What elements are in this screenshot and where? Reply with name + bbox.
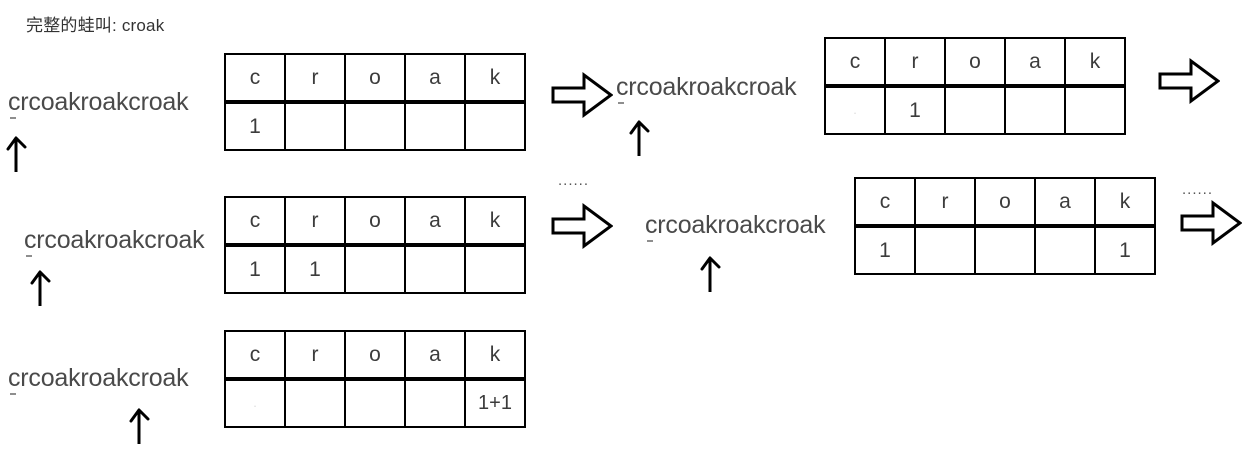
- count-cell-o: [974, 225, 1036, 275]
- count-cell-k: [1064, 85, 1126, 135]
- table-header-row: c r o a k: [824, 37, 1126, 88]
- flow-arrow-4: [1180, 200, 1242, 246]
- flow-arrow-2: [1158, 58, 1220, 104]
- table-count-row: · 1: [824, 85, 1126, 135]
- ghost-mark: ·: [852, 104, 858, 120]
- col-header-c: c: [824, 37, 886, 88]
- col-header-r: r: [884, 37, 946, 88]
- ellipsis-right: ......: [1182, 181, 1214, 198]
- col-header-a: a: [404, 53, 466, 104]
- string-label-step-1: crcoakroakcroak: [8, 88, 189, 119]
- count-cell-o: [344, 101, 406, 151]
- table-header-row: c r o a k: [224, 196, 526, 247]
- col-header-c: c: [224, 53, 286, 104]
- col-header-r: r: [284, 53, 346, 104]
- pointer-caret-step-3: [28, 262, 54, 306]
- count-cell-o: [344, 378, 406, 428]
- pointer-caret-step-5: [127, 400, 153, 444]
- string-text: crcoakroakcroak: [8, 364, 189, 392]
- table-count-row: 1 1: [224, 244, 526, 294]
- count-cell-a: [1004, 85, 1066, 135]
- string-tick-mark: [647, 240, 653, 242]
- col-header-a: a: [1034, 177, 1096, 228]
- count-cell-o: [944, 85, 1006, 135]
- page-title: 完整的蛙叫: croak: [26, 16, 165, 35]
- col-header-k: k: [1064, 37, 1126, 88]
- table-header-row: c r o a k: [854, 177, 1156, 228]
- string-tick-mark: [26, 255, 32, 257]
- string-text: crcoakroakcroak: [616, 73, 797, 101]
- string-tick-mark: [10, 117, 16, 119]
- count-cell-c: 1: [224, 101, 286, 151]
- flow-arrow-3: [551, 203, 613, 249]
- count-cell-k: [464, 244, 526, 294]
- col-header-o: o: [344, 53, 406, 104]
- table-count-row: 1 1: [854, 225, 1156, 275]
- col-header-o: o: [344, 196, 406, 247]
- table-count-row: 1: [224, 101, 526, 151]
- count-table-step-5: c r o a k · 1+1: [224, 330, 526, 428]
- pointer-caret-step-4: [698, 248, 724, 292]
- count-table-step-3: c r o a k 1 1: [224, 196, 526, 294]
- count-cell-c: 1: [854, 225, 916, 275]
- col-header-c: c: [224, 330, 286, 381]
- string-tick-mark: [10, 393, 16, 395]
- col-header-a: a: [404, 196, 466, 247]
- string-text: crcoakroakcroak: [8, 88, 189, 116]
- count-cell-k: 1: [1094, 225, 1156, 275]
- count-cell-r: [284, 378, 346, 428]
- count-cell-c: ·: [224, 378, 286, 428]
- count-cell-o: [344, 244, 406, 294]
- col-header-o: o: [344, 330, 406, 381]
- string-label-step-3: crcoakroakcroak: [24, 226, 205, 257]
- ghost-mark: ·: [252, 397, 258, 413]
- count-cell-a: [404, 244, 466, 294]
- col-header-r: r: [284, 330, 346, 381]
- col-header-r: r: [914, 177, 976, 228]
- col-header-k: k: [464, 53, 526, 104]
- col-header-a: a: [1004, 37, 1066, 88]
- string-label-step-5: crcoakroakcroak: [8, 364, 189, 395]
- count-cell-a: [404, 101, 466, 151]
- count-cell-a: [404, 378, 466, 428]
- count-table-step-1: c r o a k 1: [224, 53, 526, 151]
- pointer-caret-step-2: [627, 112, 653, 156]
- string-label-step-2: crcoakroakcroak: [616, 73, 797, 104]
- col-header-c: c: [854, 177, 916, 228]
- table-count-row: · 1+1: [224, 378, 526, 428]
- count-table-step-2: c r o a k · 1: [824, 37, 1126, 135]
- count-cell-r: 1: [284, 244, 346, 294]
- col-header-k: k: [464, 196, 526, 247]
- col-header-c: c: [224, 196, 286, 247]
- table-header-row: c r o a k: [224, 53, 526, 104]
- ellipsis-middle: ......: [558, 172, 590, 189]
- col-header-o: o: [974, 177, 1036, 228]
- col-header-o: o: [944, 37, 1006, 88]
- string-label-step-4: crcoakroakcroak: [645, 211, 826, 242]
- col-header-k: k: [464, 330, 526, 381]
- count-cell-c: 1: [224, 244, 286, 294]
- string-tick-mark: [618, 102, 624, 104]
- count-cell-r: 1: [884, 85, 946, 135]
- col-header-r: r: [284, 196, 346, 247]
- count-table-step-4: c r o a k 1 1: [854, 177, 1156, 275]
- table-header-row: c r o a k: [224, 330, 526, 381]
- count-cell-a: [1034, 225, 1096, 275]
- count-cell-r: [914, 225, 976, 275]
- count-cell-r: [284, 101, 346, 151]
- count-cell-c: ·: [824, 85, 886, 135]
- pointer-caret-step-1: [4, 128, 30, 172]
- string-text: crcoakroakcroak: [24, 226, 205, 254]
- string-text: crcoakroakcroak: [645, 211, 826, 239]
- count-cell-k: 1+1: [464, 378, 526, 428]
- col-header-a: a: [404, 330, 466, 381]
- flow-arrow-1: [551, 72, 613, 118]
- count-cell-k: [464, 101, 526, 151]
- col-header-k: k: [1094, 177, 1156, 228]
